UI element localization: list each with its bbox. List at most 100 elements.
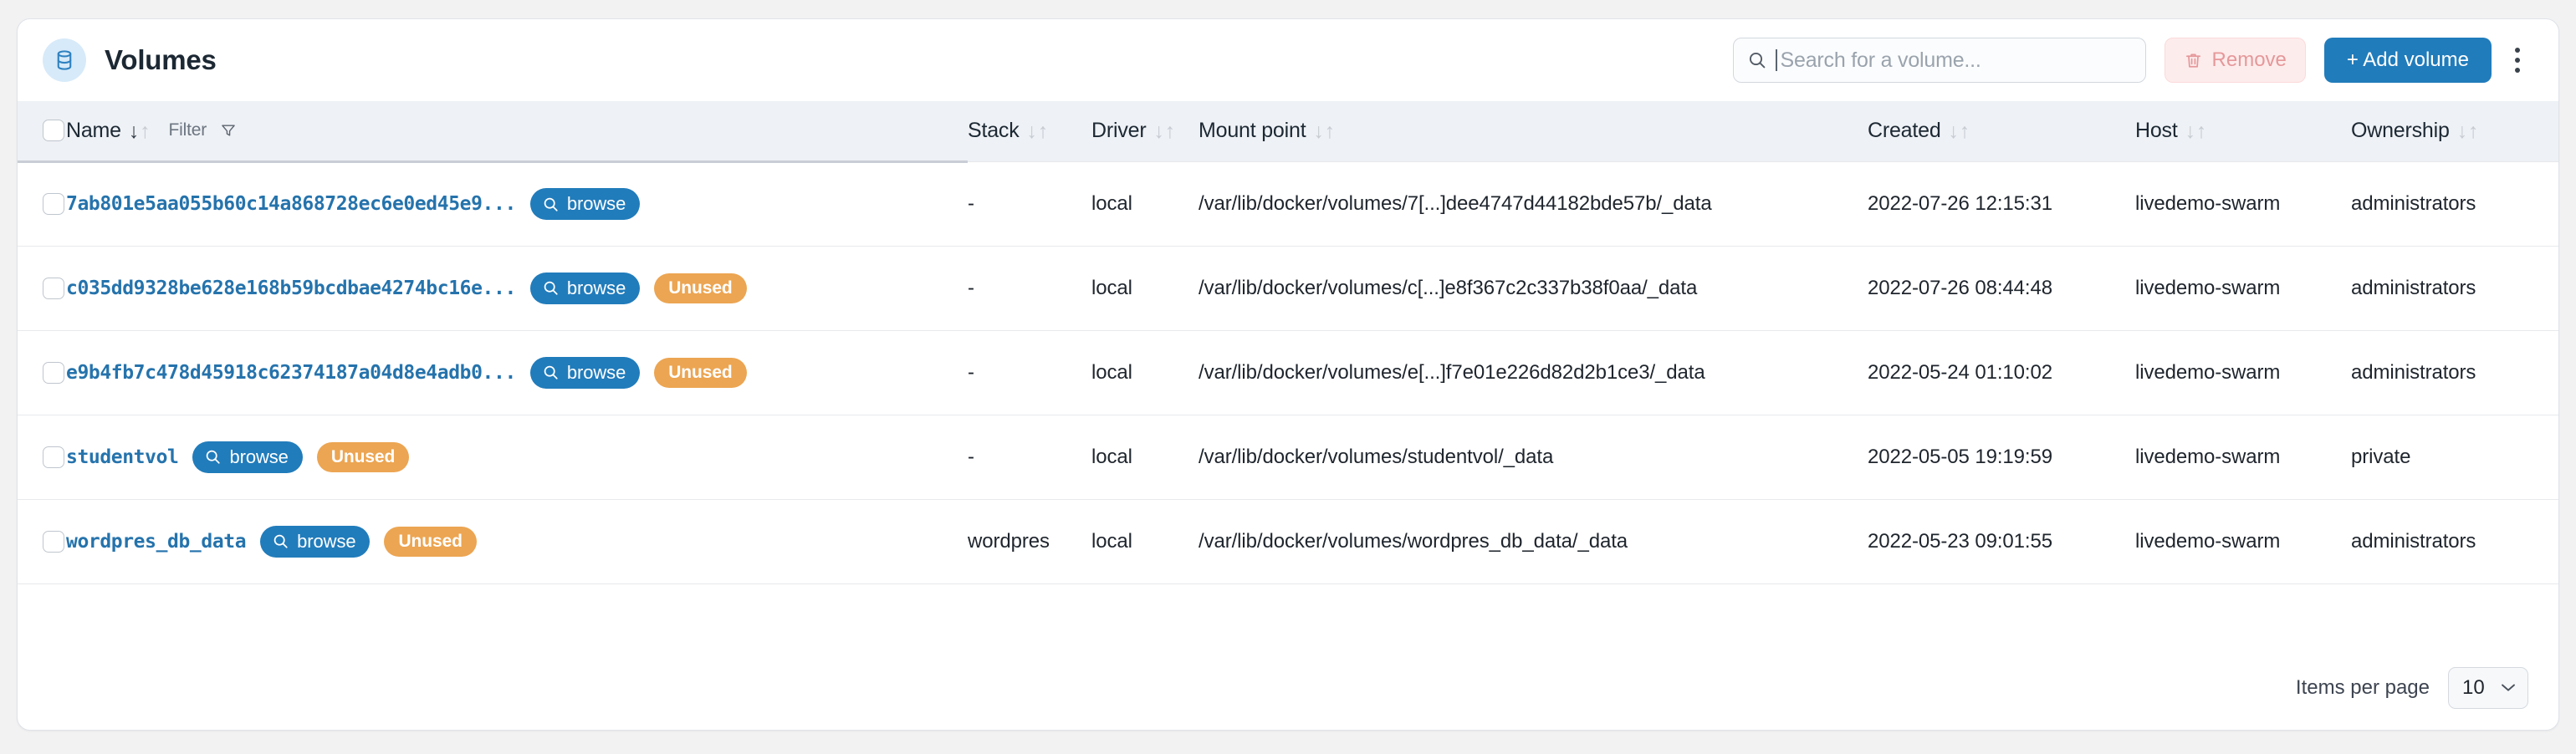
items-per-page-value: 10: [2462, 676, 2485, 699]
cell-host: livedemo-swarm: [2135, 415, 2351, 500]
cell-host: livedemo-swarm: [2135, 330, 2351, 415]
cell-stack: -: [968, 246, 1091, 331]
remove-button-label: Remove: [2211, 48, 2287, 71]
browse-button[interactable]: browse: [192, 441, 303, 473]
cell-mount-point: /var/lib/docker/volumes/wordpres_db_data…: [1199, 499, 1868, 584]
database-volume-icon: [43, 38, 86, 82]
cell-driver: local: [1091, 246, 1199, 331]
trash-icon: [2184, 51, 2203, 70]
row-select-cell: [18, 161, 66, 247]
sort-icon-name[interactable]: ↓↑: [128, 119, 151, 143]
column-header-driver[interactable]: Driver ↓↑: [1091, 101, 1199, 162]
table-row[interactable]: c035dd9328be628e168b59bcdbae4274bc16e...…: [18, 246, 2558, 331]
column-header-host[interactable]: Host ↓↑: [2135, 101, 2351, 162]
filter-label[interactable]: Filter: [168, 120, 207, 140]
browse-button[interactable]: browse: [529, 188, 641, 220]
row-checkbox[interactable]: [43, 193, 64, 215]
cell-created: 2022-05-24 01:10:02: [1868, 330, 2135, 415]
page-title: Volumes: [105, 44, 217, 75]
text-cursor: [1775, 49, 1777, 71]
cell-name: e9b4fb7c478d45918c62374187a04d8e4adb0...…: [66, 330, 968, 415]
volume-name-link[interactable]: e9b4fb7c478d45918c62374187a04d8e4adb0...: [66, 361, 516, 384]
search-icon: [204, 448, 222, 466]
browse-button[interactable]: browse: [260, 525, 371, 558]
kebab-menu-icon[interactable]: [2507, 38, 2528, 83]
search-icon: [542, 196, 560, 213]
search-input[interactable]: Search for a volume...: [1732, 38, 2146, 83]
table-container: Name ↓↑ Filter: [18, 101, 2558, 646]
cell-ownership: administrators: [2351, 330, 2558, 415]
volume-name-link[interactable]: studentvol: [66, 446, 179, 468]
row-select-cell: [18, 330, 66, 415]
browse-button[interactable]: browse: [529, 356, 641, 389]
column-header-name[interactable]: Name ↓↑ Filter: [66, 101, 968, 163]
status-badge-unused: Unused: [316, 441, 410, 472]
cell-host: livedemo-swarm: [2135, 161, 2351, 247]
items-per-page-label: Items per page: [2295, 676, 2430, 699]
cell-name: studentvol browse Unused: [66, 415, 968, 500]
cell-name: c035dd9328be628e168b59bcdbae4274bc16e...…: [66, 246, 968, 331]
table-row[interactable]: studentvol browse Unused -local/var/lib/doc…: [18, 415, 2558, 500]
cell-mount-point: /var/lib/docker/volumes/7[...]dee4747d44…: [1199, 161, 1868, 247]
cell-stack: -: [968, 330, 1091, 415]
kebab-dot: [2515, 48, 2520, 53]
browse-button-label: browse: [566, 277, 626, 298]
browse-button[interactable]: browse: [529, 272, 641, 304]
row-checkbox[interactable]: [43, 446, 64, 468]
row-checkbox[interactable]: [43, 277, 64, 299]
browse-button-label: browse: [566, 361, 626, 383]
cell-ownership: administrators: [2351, 246, 2558, 331]
sort-icon-mount-point[interactable]: ↓↑: [1313, 120, 1336, 144]
cell-driver: local: [1091, 415, 1199, 500]
status-badge-unused: Unused: [654, 273, 747, 303]
cell-stack: wordpres: [968, 499, 1091, 584]
select-all-checkbox[interactable]: [43, 120, 64, 142]
cell-mount-point: /var/lib/docker/volumes/c[...]e8f367c2c3…: [1199, 246, 1868, 331]
add-volume-button[interactable]: + Add volume: [2323, 38, 2492, 83]
table-head: Name ↓↑ Filter: [18, 101, 2558, 163]
remove-button[interactable]: Remove: [2164, 38, 2306, 83]
row-checkbox[interactable]: [43, 530, 64, 553]
add-volume-button-label: + Add volume: [2346, 48, 2469, 71]
column-header-stack[interactable]: Stack ↓↑: [968, 101, 1091, 162]
column-header-created[interactable]: Created ↓↑: [1868, 101, 2135, 162]
table-row[interactable]: e9b4fb7c478d45918c62374187a04d8e4adb0...…: [18, 330, 2558, 415]
browse-button-label: browse: [229, 446, 289, 467]
sort-icon-stack[interactable]: ↓↑: [1026, 120, 1049, 144]
search-placeholder: Search for a volume...: [1780, 48, 1981, 72]
cell-stack: -: [968, 415, 1091, 500]
cell-created: 2022-05-05 19:19:59: [1868, 415, 2135, 500]
row-select-cell: [18, 499, 66, 584]
card-header: Volumes Search for a volume...: [18, 19, 2558, 101]
table-header-row: Name ↓↑ Filter: [18, 101, 2558, 163]
cell-driver: local: [1091, 330, 1199, 415]
sort-icon-ownership[interactable]: ↓↑: [2456, 120, 2479, 144]
volume-name-link[interactable]: wordpres_db_data: [66, 530, 247, 553]
cell-created: 2022-07-26 12:15:31: [1868, 161, 2135, 247]
cell-name: 7ab801e5aa055b60c14a868728ec6e0ed45e9...…: [66, 161, 968, 247]
funnel-icon[interactable]: [220, 122, 237, 139]
cell-ownership: private: [2351, 415, 2558, 500]
sort-icon-host[interactable]: ↓↑: [2185, 120, 2207, 144]
column-header-mount-point-label: Mount point: [1199, 119, 1306, 143]
sort-icon-created[interactable]: ↓↑: [1948, 120, 1970, 144]
kebab-dot: [2515, 68, 2520, 73]
column-header-stack-label: Stack: [968, 119, 1020, 143]
column-header-mount-point[interactable]: Mount point ↓↑: [1199, 101, 1868, 162]
sort-icon-driver[interactable]: ↓↑: [1153, 120, 1176, 144]
column-header-ownership-label: Ownership: [2351, 119, 2450, 143]
row-checkbox[interactable]: [43, 361, 64, 384]
row-select-cell: [18, 246, 66, 331]
volume-name-link[interactable]: c035dd9328be628e168b59bcdbae4274bc16e...: [66, 277, 516, 299]
table-row[interactable]: 7ab801e5aa055b60c14a868728ec6e0ed45e9...…: [18, 161, 2558, 247]
column-header-ownership[interactable]: Ownership ↓↑: [2351, 101, 2558, 162]
items-per-page-select[interactable]: 10: [2448, 667, 2528, 709]
volume-name-link[interactable]: 7ab801e5aa055b60c14a868728ec6e0ed45e9...: [66, 193, 516, 215]
column-header-name-label: Name: [66, 118, 121, 142]
cell-mount-point: /var/lib/docker/volumes/studentvol/_data: [1199, 415, 1868, 500]
search-icon: [272, 532, 289, 550]
column-header-host-label: Host: [2135, 119, 2178, 143]
